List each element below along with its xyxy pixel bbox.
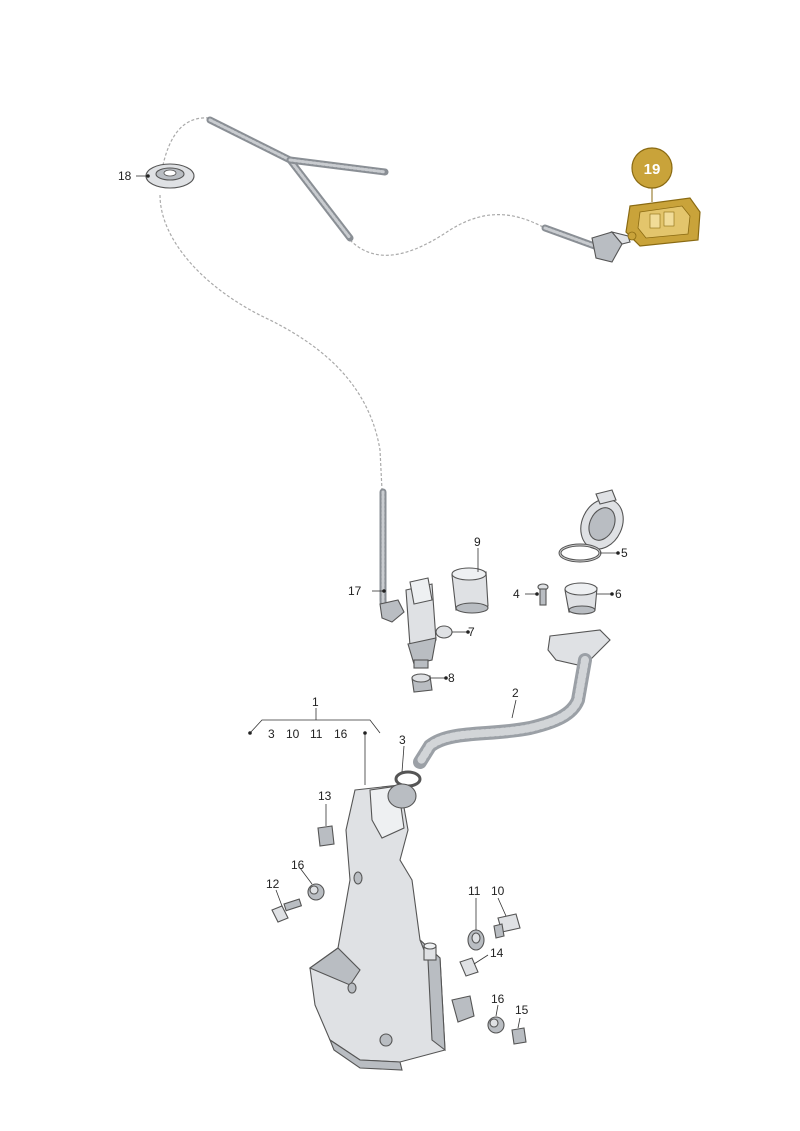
nozzle-connector — [541, 224, 631, 263]
callout-16a: 16 — [291, 858, 305, 872]
clip-13 — [317, 825, 335, 847]
grommet-11 — [467, 929, 485, 951]
clip-15 — [511, 1027, 527, 1045]
callout-9: 9 — [474, 535, 481, 549]
callout-6: 6 — [615, 587, 622, 601]
group-1-item-11: 11 — [310, 727, 323, 741]
sensor-10 — [493, 913, 521, 939]
callout-7: 7 — [468, 625, 475, 639]
callout-14: 14 — [490, 946, 504, 960]
bolt-12 — [271, 898, 303, 923]
seal-ring-5 — [558, 543, 602, 563]
callout-12: 12 — [266, 877, 280, 891]
grommet-16b — [487, 1016, 505, 1034]
bolt-14 — [459, 957, 479, 977]
callout-16b: 16 — [491, 992, 505, 1006]
callout-10: 10 — [491, 884, 505, 898]
callout-11: 11 — [468, 884, 481, 898]
filler-cap — [580, 489, 624, 550]
leader-lines — [136, 174, 620, 1029]
washer-pump — [405, 577, 453, 669]
callout-15: 15 — [515, 1003, 529, 1017]
filler-neck-6 — [564, 582, 598, 615]
pump-grommet-8 — [411, 673, 433, 693]
callout-17: 17 — [348, 584, 362, 598]
callout-1: 1 — [312, 695, 319, 709]
callout-5: 5 — [621, 546, 628, 560]
grommet-18 — [145, 163, 195, 189]
group-1-item-10: 10 — [286, 727, 300, 741]
y-hose — [206, 116, 389, 242]
pump-hose-17 — [379, 488, 405, 623]
callout-3: 3 — [399, 733, 406, 747]
callout-2: 2 — [512, 686, 519, 700]
callout-18: 18 — [118, 169, 132, 183]
grommet-16a — [307, 883, 325, 901]
screw-4 — [537, 583, 549, 606]
filler-tube-2 — [413, 629, 611, 769]
washer-reservoir — [308, 783, 475, 1071]
callout-19: 19 — [644, 161, 661, 178]
group-1-item-16: 16 — [334, 727, 348, 741]
washer-line-routing — [159, 117, 546, 491]
callout-labels: 18 17 9 7 8 5 6 4 2 1 3 10 11 16 3 13 16… — [118, 169, 628, 1017]
part-19-highlighted — [625, 197, 701, 247]
callout-19-badge[interactable]: 19 — [631, 147, 673, 202]
group-1-item-3: 3 — [268, 727, 275, 741]
callout-13: 13 — [318, 789, 332, 803]
callout-8: 8 — [448, 671, 455, 685]
sleeve-9 — [451, 567, 489, 614]
callout-4: 4 — [513, 587, 520, 601]
